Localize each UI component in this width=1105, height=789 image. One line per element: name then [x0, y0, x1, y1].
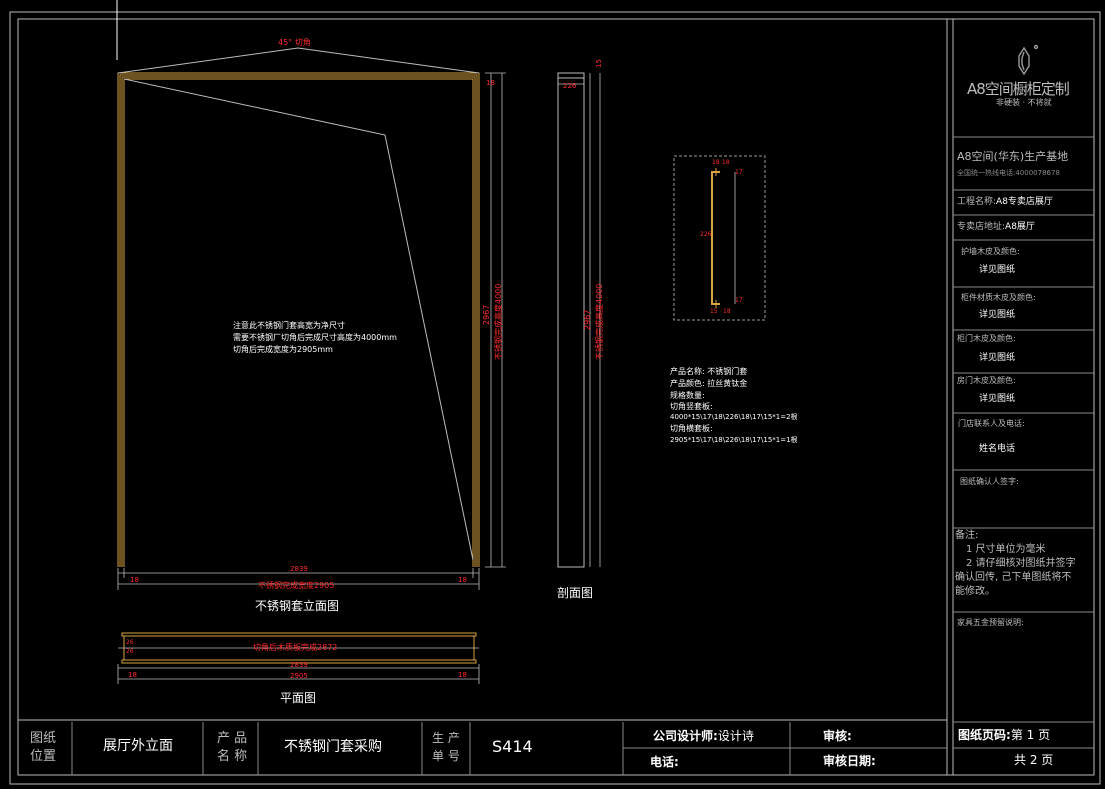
position-label-2: 位置: [30, 749, 57, 764]
miter-label: 45° 切角: [278, 38, 311, 47]
position-label-1: 图纸: [30, 731, 57, 746]
product-value: 不锈钢门套采购: [284, 739, 382, 755]
phone-label: 电话:: [650, 755, 679, 769]
hardware-label: 家具五金预留说明:: [957, 618, 1024, 627]
vertical-spec: 4000*15\17\18\226\18\17\15*1=2根: [670, 413, 798, 421]
plan-board-dim: 切角后木质板完成2872: [253, 643, 338, 652]
plan-dim-h-bottom: 26: [126, 648, 134, 655]
title-block-grid: [953, 136, 1094, 749]
section-title: 剖面图: [557, 586, 594, 600]
elevation-note-2: 需要不锈钢厂切角后完成尺寸高度为4000mm: [233, 333, 397, 342]
elevation-inner-width: 2839: [290, 565, 308, 573]
product-label-2: 名 称: [217, 749, 248, 764]
order-label-2: 单 号: [432, 749, 460, 763]
elevation-inner-height: 2967: [482, 304, 491, 325]
section-profile: [557, 72, 585, 568]
designer: 公司设计师:设计诗: [653, 729, 754, 743]
store-contact-label: 门店联系人及电话:: [958, 419, 1025, 428]
profile-dim-top-a: 18: [712, 159, 720, 166]
cabinet-door-value: 详见图纸: [979, 353, 1016, 363]
order-label-1: 生 产: [432, 731, 460, 745]
brand-logo-icon: [1018, 44, 1039, 76]
spec-title: 规格数量:: [670, 391, 705, 400]
room-door-value: 详见图纸: [979, 394, 1016, 404]
product-label-1: 产 品: [217, 731, 248, 746]
plan-inner-dim: 2839: [290, 661, 308, 669]
miter-lines: [117, 47, 480, 561]
product-color: 产品颜色: 拉丝黄钛金: [670, 379, 748, 388]
store-contact-value: 姓名电话: [979, 444, 1016, 454]
plan-view: [117, 632, 480, 684]
note-line-2a: 2 请仔细核对图纸并签字: [966, 558, 1076, 569]
plan-right-dim: 18: [458, 671, 467, 679]
store-address-label: 专卖店地址:A8展厅: [957, 222, 1035, 232]
horizontal-title: 切角横套板:: [670, 424, 713, 433]
profile-dim-flange-bottom: 17: [735, 297, 743, 304]
note-line-2b: 确认回传, 己下单图纸将不: [955, 572, 1072, 583]
elevation-side-right: 18: [458, 576, 467, 584]
profile-dim-bottom-b: 18: [723, 308, 731, 315]
section-total-height: 不锈钢完成高度4000: [595, 283, 604, 360]
cabinet-material-value: 详见图纸: [979, 310, 1016, 320]
profile-dim-top-b: 18: [722, 159, 730, 166]
elevation-title: 不锈钢套立面图: [255, 599, 340, 613]
sheet-border: [9, 11, 1101, 785]
room-door-label: 房门木皮及颜色:: [957, 376, 1016, 385]
wall-veneer-value: 详见图纸: [979, 265, 1016, 275]
section-top-dim: 15: [595, 59, 603, 68]
plan-total-dim: 2905: [290, 672, 308, 680]
note-line-2c: 能修改。: [955, 586, 995, 597]
elevation-note-3: 切角后完成宽度为2905mm: [233, 345, 333, 354]
profile-detail-box: [673, 155, 766, 321]
cabinet-material-label: 柜件材质木皮及颜色:: [961, 293, 1036, 302]
elevation-total-height: 不锈钢完成高度4000: [494, 283, 503, 360]
notes-title: 备注:: [955, 530, 979, 541]
brand-name: A8空间橱柜定制: [967, 80, 1070, 98]
profile-dim-bottom-a: 15: [710, 308, 718, 315]
elevation-top-dim: 18: [486, 79, 495, 87]
position-value: 展厅外立面: [103, 738, 173, 754]
plan-dim-h-top: 26: [126, 639, 134, 646]
product-name: 产品名称: 不锈钢门套: [670, 367, 748, 376]
elevation-total-width: 不锈钢完成宽度2905: [258, 581, 335, 590]
order-value: S414: [492, 737, 533, 756]
signature-label: 图纸确认人签字:: [960, 477, 1019, 486]
brand-slogan: 非硬装 · 不将就: [996, 98, 1052, 107]
review-date-label: 审核日期:: [823, 754, 876, 768]
section-depth-dim: 226: [563, 82, 577, 90]
section-inner-height: 2967: [583, 309, 592, 330]
plan-left-dim: 18: [128, 671, 137, 679]
page-number: 图纸页码:第 1 页: [958, 728, 1051, 742]
footer-grid: [71, 722, 947, 775]
elevation-note-1: 注意此不锈钢门套高宽为净尺寸: [233, 321, 345, 330]
production-base: A8空间(华东)生产基地: [957, 150, 1069, 163]
project-name-label: 工程名称:A8专卖店展厅: [957, 197, 1053, 207]
note-line-1: 1 尺寸单位为毫米: [966, 544, 1046, 555]
profile-dim-center: 226: [700, 231, 712, 238]
section-dimensions: [558, 73, 601, 567]
elevation-frame: [117, 72, 480, 567]
elevation-dimensions: [117, 72, 506, 590]
vertical-title: 切角竖套板:: [670, 402, 713, 411]
total-pages: 共 2 页: [1014, 753, 1054, 767]
review-label: 审核:: [823, 729, 852, 743]
elevation-side-left: 18: [130, 576, 139, 584]
horizontal-spec: 2905*15\17\18\226\18\17\15*1=1根: [670, 436, 798, 444]
hotline: 全国统一热线电话:4000078678: [957, 169, 1060, 177]
cabinet-door-label: 柜门木皮及颜色:: [957, 334, 1016, 343]
plan-title: 平面图: [280, 691, 317, 705]
wall-veneer-label: 护墙木皮及颜色:: [961, 247, 1020, 256]
profile-dim-flange-top: 17: [735, 169, 743, 176]
